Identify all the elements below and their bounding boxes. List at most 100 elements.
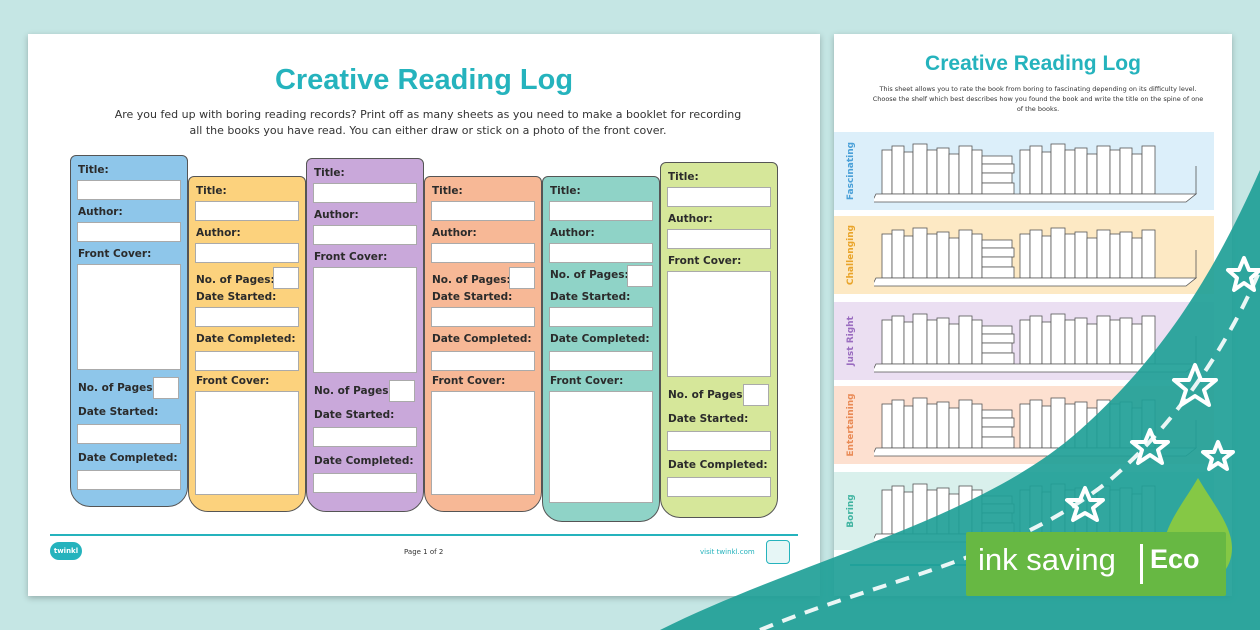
bookshelf-drawing [874,227,1198,287]
author-label: Author: [550,227,595,239]
title-field[interactable] [195,201,299,221]
date-started-field[interactable] [667,431,771,451]
date-completed-label: Date Completed: [314,455,414,467]
shelf-side: Challenging [834,216,868,294]
title-label: Title: [668,171,699,183]
title-label: Title: [196,185,227,197]
front-cover-label: Front Cover: [78,248,152,260]
star-icon [1226,256,1260,292]
front-cover-box[interactable] [431,391,535,495]
book-card-5: Title: Author: No. of Pages: Date Starte… [542,176,660,522]
front-cover-label: Front Cover: [314,251,388,263]
date-started-field[interactable] [77,424,181,444]
quality-badge-icon [766,540,790,564]
star-icon [1065,486,1105,522]
title-field[interactable] [667,187,771,207]
dashed-trail [759,269,1260,630]
author-field[interactable] [195,243,299,263]
author-field[interactable] [431,243,535,263]
reading-log-sheet-1: Creative Reading Log Are you fed up with… [28,34,820,596]
author-field[interactable] [549,243,653,263]
title-label: Title: [78,164,109,176]
intro-text: Are you fed up with boring reading recor… [114,108,742,137]
date-completed-field[interactable] [313,473,417,493]
author-label: Author: [196,227,241,239]
front-cover-label: Front Cover: [196,375,270,387]
pages-field[interactable] [389,380,415,402]
title-label: Title: [314,167,345,179]
title-label: Title: [432,185,463,197]
star-icon [1172,363,1218,407]
front-cover-label: Front Cover: [432,375,506,387]
badge-separator [1140,544,1143,584]
shelf-row-challenging: Challenging [834,216,1214,294]
pages-label: No. of Pages: [668,389,747,401]
title-field[interactable] [77,180,181,200]
title-label: Title: [550,185,581,197]
page-title: Creative Reading Log [274,64,574,96]
date-completed-field[interactable] [195,351,299,371]
pages-label: No. of Pages: [78,382,157,394]
title-field[interactable] [431,201,535,221]
author-label: Author: [314,209,359,221]
front-cover-box[interactable] [77,264,181,370]
shelf-body[interactable] [868,216,1214,294]
pages-field[interactable] [509,267,535,289]
star-icon [1130,428,1170,465]
date-completed-field[interactable] [431,351,535,371]
author-field[interactable] [77,222,181,242]
book-card-3: Title: Author: Front Cover: No. of Pages… [306,158,424,512]
date-completed-label: Date Completed: [196,333,296,345]
pages-field[interactable] [627,265,653,287]
date-started-field[interactable] [549,307,653,327]
book-card-6: Title: Author: Front Cover: No. of Pages… [660,162,778,518]
title-field[interactable] [313,183,417,203]
pages-label: No. of Pages: [432,274,511,286]
date-completed-label: Date Completed: [432,333,532,345]
footer-divider [50,534,798,536]
author-label: Author: [78,206,123,218]
pages-field[interactable] [273,267,299,289]
date-started-label: Date Started: [314,409,395,421]
date-started-field[interactable] [431,307,535,327]
site-link[interactable]: visit twinkl.com [700,548,755,556]
pages-label: No. of Pages: [314,385,393,397]
author-field[interactable] [313,225,417,245]
date-completed-field[interactable] [549,351,653,371]
date-started-label: Date Started: [668,413,749,425]
date-started-label: Date Started: [432,291,513,303]
book-card-1: Title: Author: Front Cover: No. of Pages… [70,155,188,507]
title-field[interactable] [549,201,653,221]
date-completed-field[interactable] [667,477,771,497]
date-completed-field[interactable] [77,470,181,490]
author-label: Author: [432,227,477,239]
date-completed-label: Date Completed: [78,452,178,464]
shelf-side: Fascinating [834,132,868,210]
intro-text-2: This sheet allows you to rate the book f… [872,85,1204,113]
front-cover-label: Front Cover: [668,255,742,267]
pages-label: No. of Pages: [196,274,275,286]
date-completed-label: Date Completed: [550,333,650,345]
shelf-side: Just Right [834,302,868,380]
author-field[interactable] [667,229,771,249]
book-card-2: Title: Author: No. of Pages: Date Starte… [188,176,306,512]
front-cover-box[interactable] [549,391,653,503]
date-completed-label: Date Completed: [668,459,768,471]
front-cover-box[interactable] [313,267,417,373]
date-started-field[interactable] [313,427,417,447]
front-cover-box[interactable] [667,271,771,377]
ink-saving-label: ink saving [978,542,1116,577]
pages-field[interactable] [743,384,769,406]
shelf-body[interactable] [868,132,1214,210]
shelf-row-fascinating: Fascinating [834,132,1214,210]
page-title-2: Creative Reading Log [925,52,1141,75]
shelf-side: Boring [834,472,868,550]
front-cover-box[interactable] [195,391,299,495]
book-card-4: Title: Author: No. of Pages: Date Starte… [424,176,542,512]
pages-field[interactable] [153,377,179,399]
date-started-field[interactable] [195,307,299,327]
date-started-label: Date Started: [550,291,631,303]
page-number: Page 1 of 2 [404,548,444,556]
wave-shape [660,170,1260,630]
twinkl-logo: twinkl [50,542,82,560]
